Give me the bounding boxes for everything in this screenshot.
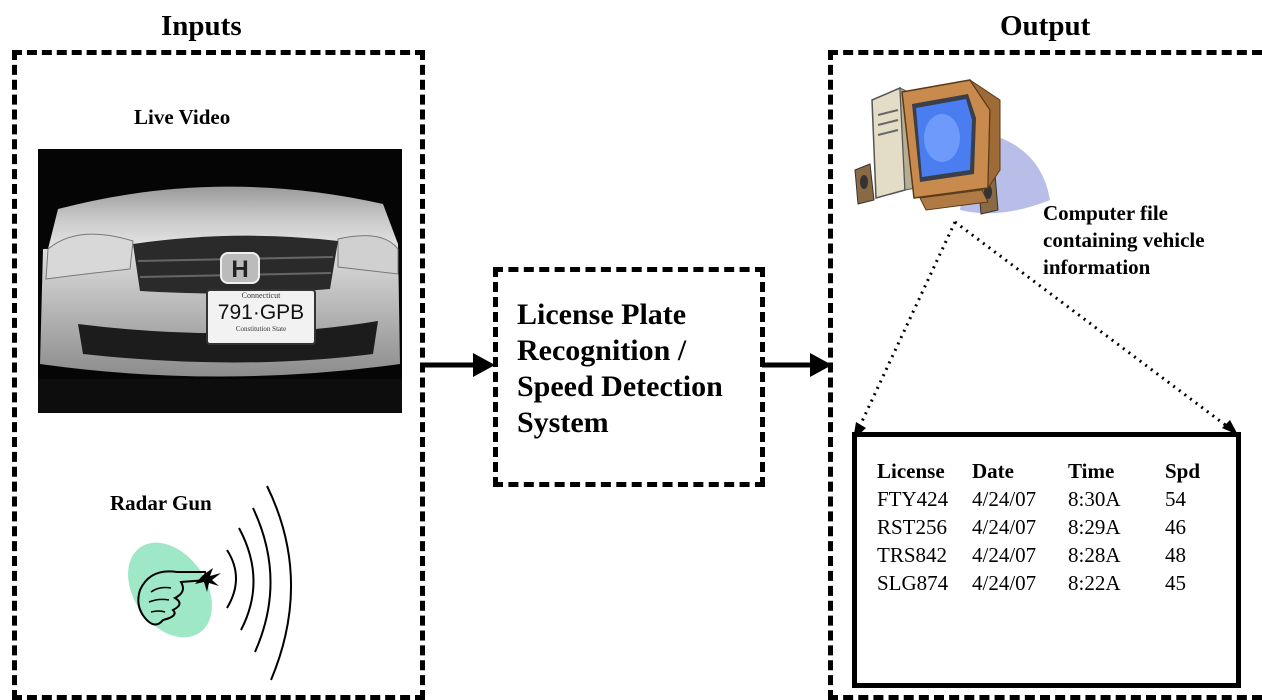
file-label-line-3: information xyxy=(1043,255,1151,279)
cell-spd: 54 xyxy=(1165,486,1186,511)
file-label-line-1: Computer file xyxy=(1043,201,1169,225)
vehicle-info-table: License Date Time Spd FTY424 4/24/07 8:3… xyxy=(877,457,1200,597)
cell-date: 4/24/07 xyxy=(972,570,1037,595)
vehicle-info-table-box: License Date Time Spd FTY424 4/24/07 8:3… xyxy=(852,432,1241,688)
inputs-box xyxy=(12,50,425,700)
plate-motto: Constitution State xyxy=(235,325,287,333)
plate-number: 791·GPB xyxy=(217,301,305,324)
cell-license: RST256 xyxy=(877,514,948,539)
zoom-line-left xyxy=(856,221,957,431)
radar-blob-icon xyxy=(128,542,212,638)
cell-license: FTY424 xyxy=(877,486,949,511)
live-video-label: Live Video xyxy=(134,105,231,129)
table-row: FTY424 4/24/07 8:30A 54 xyxy=(877,485,1200,513)
process-line-3: Speed Detection xyxy=(517,370,723,403)
radar-wave-2 xyxy=(238,527,255,631)
cell-date: 4/24/07 xyxy=(972,486,1037,511)
svg-text:H: H xyxy=(231,256,248,283)
process-label: License Plate Recognition / Speed Detect… xyxy=(517,297,723,441)
cell-license: TRS842 xyxy=(877,542,948,567)
license-plate: Connecticut 791·GPB Constitution State xyxy=(206,289,316,345)
output-file-label: Computer file containing vehicle informa… xyxy=(1043,200,1205,281)
live-video-image: H Connecticut 791·GPB Constitution State xyxy=(38,149,402,413)
computer-icon xyxy=(854,79,1050,215)
col-license: License xyxy=(877,458,945,483)
process-box xyxy=(493,267,765,487)
process-line-4: System xyxy=(517,406,609,439)
file-label-line-2: containing vehicle xyxy=(1043,228,1205,252)
table-row: TRS842 4/24/07 8:28A 48 xyxy=(877,541,1200,569)
inputs-title: Inputs xyxy=(161,10,242,42)
cell-time: 8:28A xyxy=(1068,542,1121,567)
arrow-inputs-to-process xyxy=(425,353,495,377)
arrow-process-to-output xyxy=(762,353,832,377)
process-line-2: Recognition / xyxy=(517,334,687,367)
cell-spd: 45 xyxy=(1165,570,1186,595)
radar-wave-3 xyxy=(252,507,272,653)
process-line-1: License Plate xyxy=(517,298,687,331)
col-date: Date xyxy=(972,458,1014,483)
output-title: Output xyxy=(1000,10,1091,42)
plate-state: Connecticut xyxy=(241,291,281,300)
radar-wave-4 xyxy=(266,485,293,681)
cell-time: 8:29A xyxy=(1068,514,1121,539)
spark-icon xyxy=(195,568,221,592)
table-row: SLG874 4/24/07 8:22A 45 xyxy=(877,569,1200,597)
col-spd: Spd xyxy=(1165,458,1201,483)
radar-gun-label: Radar Gun xyxy=(110,491,212,515)
zoom-line-right xyxy=(954,220,1233,432)
table-header-row: License Date Time Spd xyxy=(877,457,1200,485)
radar-wave-1 xyxy=(226,549,237,609)
cell-time: 8:22A xyxy=(1068,570,1121,595)
output-box xyxy=(828,50,1262,700)
cell-spd: 48 xyxy=(1165,542,1186,567)
table-row: RST256 4/24/07 8:29A 46 xyxy=(877,513,1200,541)
cell-time: 8:30A xyxy=(1068,486,1121,511)
radar-gun-illustration xyxy=(128,485,293,681)
cell-date: 4/24/07 xyxy=(972,514,1037,539)
col-time: Time xyxy=(1068,458,1115,483)
cell-date: 4/24/07 xyxy=(972,542,1037,567)
cell-spd: 46 xyxy=(1165,514,1186,539)
cell-license: SLG874 xyxy=(877,570,949,595)
